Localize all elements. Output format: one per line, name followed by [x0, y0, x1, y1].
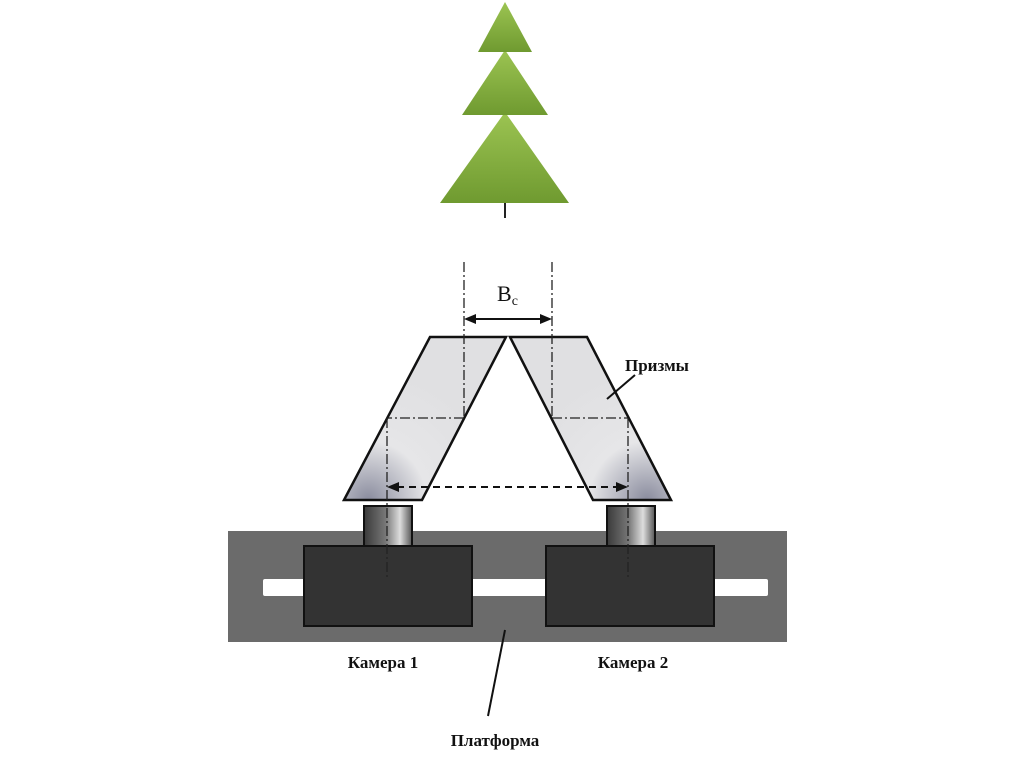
camera2-label: Камера 2 — [598, 653, 668, 672]
camera-base-arrow — [387, 482, 628, 492]
tree-icon — [440, 2, 569, 218]
prisms-label: Призмы — [625, 356, 689, 375]
stereo-base-label: Bc — [497, 281, 518, 309]
camera1-label: Камера 1 — [348, 653, 418, 672]
platform-label: Платформа — [451, 731, 540, 750]
camera-2 — [545, 505, 715, 627]
stereo-base-arrow — [464, 314, 552, 324]
platform-leader — [487, 629, 506, 717]
camera-1 — [303, 505, 473, 627]
optical-axes — [386, 262, 629, 580]
prisms-leader — [606, 374, 636, 400]
